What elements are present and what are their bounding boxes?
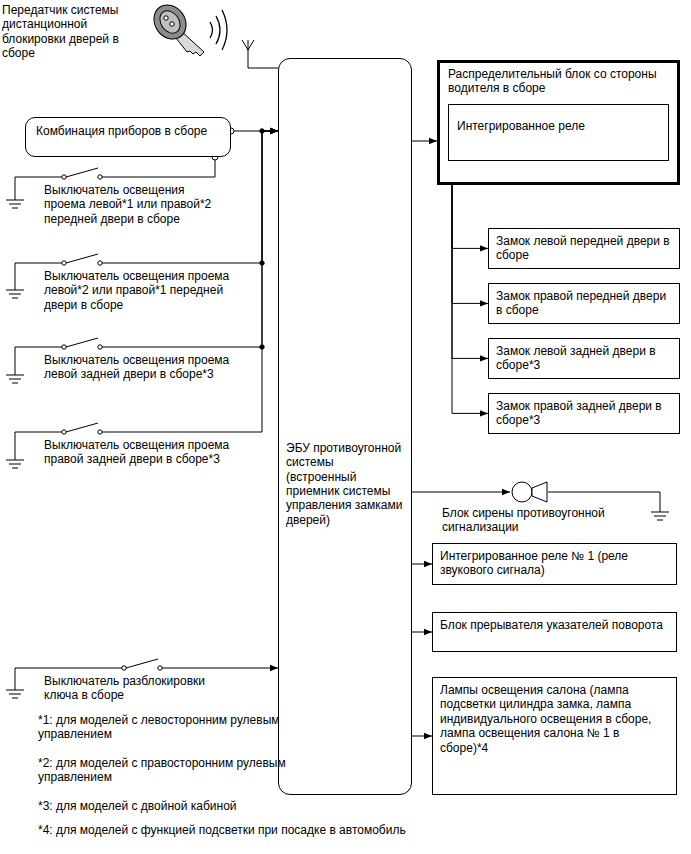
footnote: *2: для моделей с правосторонним рулевым… <box>38 756 288 785</box>
flasher-box: Блок прерывателя указателей поворота <box>432 612 677 652</box>
connector <box>412 141 437 142</box>
transmitter-label: Передатчик системы дистанционной блокиро… <box>2 3 152 61</box>
relay-box: Интегрированное реле <box>448 104 669 161</box>
door-lock-box: Замок левой задней двери в сборе*3 <box>488 338 680 379</box>
footnote: *1: для моделей с левосторонним рулевым … <box>38 713 283 742</box>
node-text: Выключатель освещения проема левой*2 или… <box>44 269 230 312</box>
footnote: *3: для моделей с двойной кабиной <box>38 799 438 813</box>
node-text: Блок прерывателя указателей поворота <box>440 618 669 632</box>
door-lock-box: Замок правой передней двери в сборе <box>488 283 680 324</box>
node-text: Интегрированное реле <box>457 119 660 133</box>
lamp-box: Лампы освещения салона (лампа подсветки … <box>432 677 677 795</box>
door-lock-box: Замок левой передней двери в сборе <box>488 228 680 269</box>
siren-symbol <box>510 480 550 504</box>
connector <box>230 131 278 347</box>
instrument-cluster-box: Комбинация приборов в сборе <box>25 117 231 157</box>
connector <box>230 131 278 263</box>
siren-horn <box>532 482 547 502</box>
siren-unit: Блок сирены противоугонной сигнализации <box>442 480 642 535</box>
node-text: Выключатель освещения проема левой*1 или… <box>44 183 215 226</box>
node-text: Выключатель освещения проема левой задне… <box>44 353 230 382</box>
node-text: Блок сирены противоугонной сигнализации <box>442 506 642 535</box>
node-text: Замок левой задней двери в сборе*3 <box>496 344 672 373</box>
connector <box>230 668 278 669</box>
node-text: Лампы освещения салона (лампа подсветки … <box>440 683 669 755</box>
connector <box>230 131 278 432</box>
door-switch: Выключатель освещения проема левой задне… <box>40 338 230 388</box>
door-switch: Выключатель освещения проема левой*2 или… <box>40 254 230 312</box>
connector <box>412 736 432 737</box>
relay-box: Интегрированное реле № 1 (реле звукового… <box>432 543 677 585</box>
node-text: Замок правой передней двери в сборе <box>496 289 672 318</box>
door-switch: Выключатель освещения проема левой*1 или… <box>40 168 215 226</box>
key-unlock-switch: Выключатель разблокировки ключа в сборе <box>40 659 230 703</box>
junction-block: Распределительный блок со стороны водите… <box>437 60 680 185</box>
connector <box>412 564 432 565</box>
key-transmitter-icon <box>147 0 227 56</box>
junction-dots <box>212 128 264 349</box>
node-text: Комбинация приборов в сборе <box>36 124 220 138</box>
node-text: Замок левой передней двери в сборе <box>496 234 672 263</box>
node-text: Интегрированное реле № 1 (реле звукового… <box>440 549 669 578</box>
node-text: Выключатель разблокировки ключа в сборе <box>44 674 230 703</box>
node-text: Замок правой задней двери в сборе*3 <box>496 399 672 428</box>
connector <box>452 185 488 248</box>
connector <box>412 632 432 633</box>
connector <box>412 492 510 493</box>
footnote: *4: для моделей с функцией подсветки при… <box>38 823 678 837</box>
ecu-box: ЭБУ противоугонной системы (встроенный п… <box>278 58 412 795</box>
connector <box>452 185 488 358</box>
connector <box>452 185 488 413</box>
node-text: Выключатель освещения проема правой задн… <box>44 438 230 467</box>
siren-circle <box>512 482 532 502</box>
node-text: Распределительный блок со стороны водите… <box>448 67 669 96</box>
antenna-symbol <box>242 40 278 68</box>
node-text: ЭБУ противоугонной системы (встроенный п… <box>286 441 404 527</box>
door-switch-wiring <box>6 168 230 698</box>
connector <box>452 185 488 303</box>
door-lock-box: Замок правой задней двери в сборе*3 <box>488 393 680 434</box>
door-switch: Выключатель освещения проема правой задн… <box>40 423 230 473</box>
